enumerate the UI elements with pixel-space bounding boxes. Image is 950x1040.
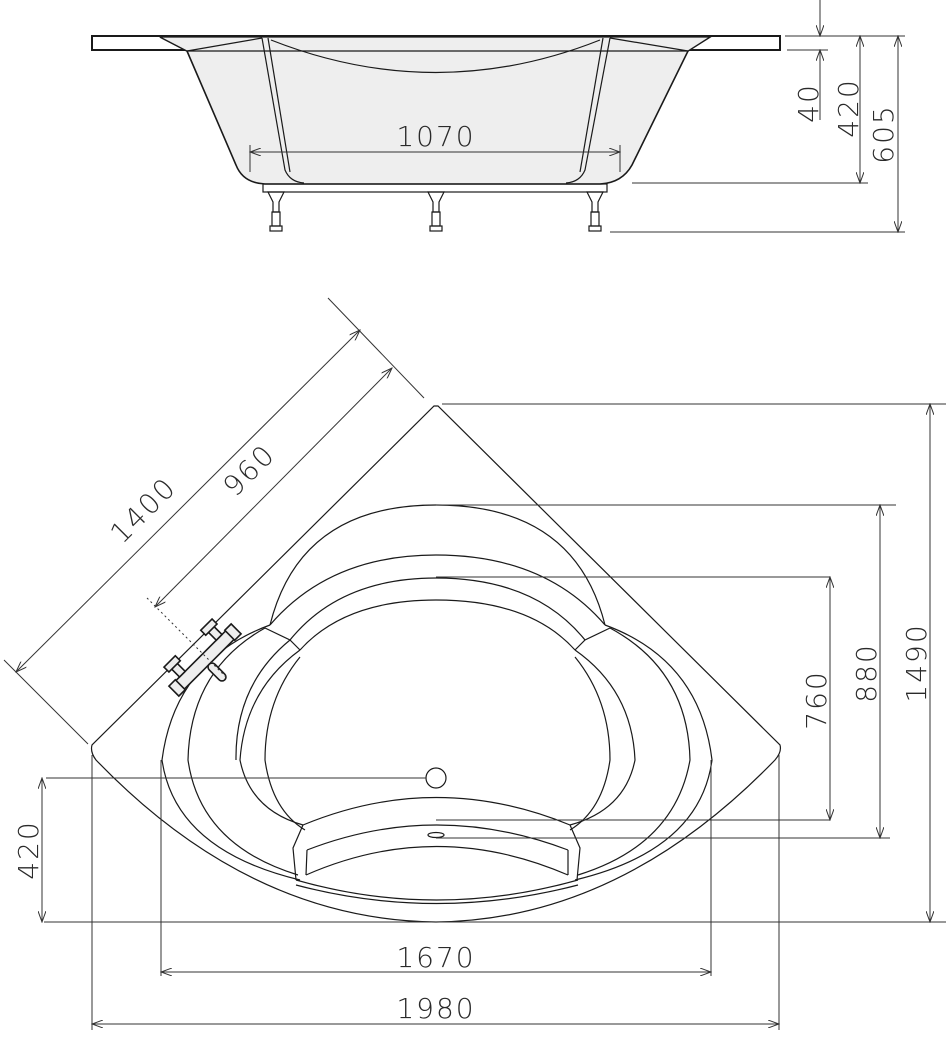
tub-body-side	[159, 36, 713, 185]
side-view: 1070 40 420 605	[91, 0, 905, 232]
dimension-total-width: 1980	[92, 992, 779, 1025]
label-total-height: 605	[867, 104, 900, 163]
faucet-icon	[162, 617, 243, 698]
label-total-depth: 1490	[900, 623, 933, 702]
label-diagonal-outer: 1400	[104, 471, 183, 550]
label-drain-offset: 420	[12, 820, 45, 879]
overflow-icon	[427, 831, 445, 839]
label-diagonal-inner: 960	[217, 438, 282, 503]
plan-view: 1400 960 760 880 1490 420	[3, 297, 946, 1030]
label-basin-width: 1670	[396, 941, 475, 974]
drain-icon	[425, 767, 447, 789]
label-rim-thickness: 40	[792, 83, 825, 123]
dimension-basin-width: 1670	[161, 941, 711, 974]
dimension-inner-depth: 760	[800, 577, 833, 820]
label-total-width: 1980	[396, 992, 475, 1025]
tub-base	[262, 183, 608, 193]
label-inner-depth: 760	[800, 670, 833, 729]
dimension-tub-depth: 420	[832, 36, 865, 183]
dimension-diagonal-inner: 960	[155, 368, 392, 607]
dimension-rim-thickness: 40	[792, 0, 825, 123]
dimension-total-height: 605	[867, 36, 900, 232]
dimension-total-depth: 1490	[900, 404, 933, 922]
dimension-drain-offset: 420	[12, 778, 45, 922]
tub-legs	[267, 191, 604, 232]
label-basin-depth: 880	[850, 643, 883, 702]
label-inner-length: 1070	[396, 120, 475, 153]
dimension-inner-length: 1070	[250, 120, 620, 172]
label-tub-depth: 420	[832, 78, 865, 137]
dimension-basin-depth: 880	[850, 505, 883, 838]
